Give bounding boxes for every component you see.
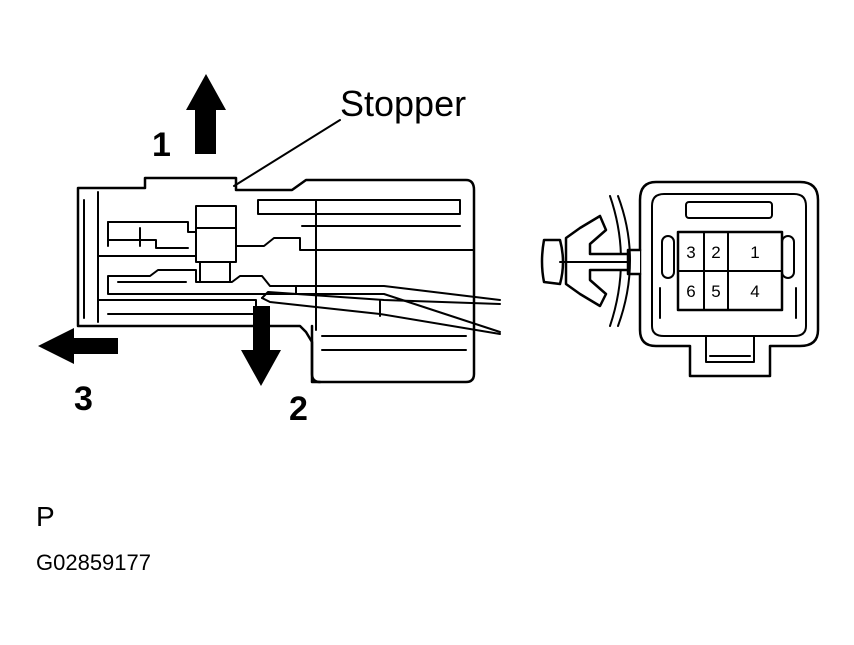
step-2-label: 2 <box>289 390 308 428</box>
pin-6-label: 6 <box>686 282 695 301</box>
arrow-up-icon <box>186 74 226 154</box>
stopper-leader-line <box>233 119 341 187</box>
view-code-label: P <box>36 501 55 532</box>
pin-2-label: 2 <box>711 243 720 262</box>
step-3-label: 3 <box>74 380 93 418</box>
connector-side-view <box>76 176 501 384</box>
step-1-label: 1 <box>152 126 171 164</box>
stopper-label: Stopper <box>340 83 466 124</box>
pin-3-label: 3 <box>686 243 695 262</box>
arrow-left-icon <box>38 328 118 364</box>
pin-5-label: 5 <box>711 282 720 301</box>
arrow-down-icon <box>241 306 281 386</box>
connector-front-view <box>540 180 820 378</box>
figure-id-label: G02859177 <box>36 550 151 575</box>
pin-1-label: 1 <box>750 243 759 262</box>
pin-4-label: 4 <box>750 282 759 301</box>
